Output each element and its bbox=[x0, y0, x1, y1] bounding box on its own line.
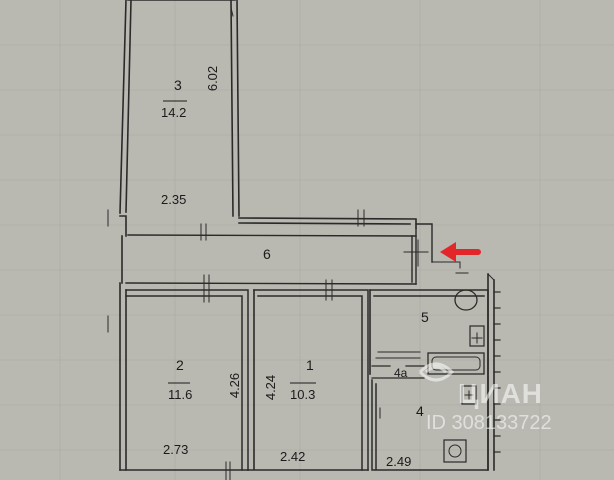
room-1-number: 1 bbox=[306, 357, 314, 373]
entrance-wall bbox=[415, 223, 433, 263]
watermark-logo-icon bbox=[418, 362, 455, 382]
room-3-wall-tick bbox=[230, 7, 234, 17]
corridor-top-wall bbox=[119, 215, 417, 237]
outer-wall-corner bbox=[487, 273, 495, 281]
toilet-cistern-icon bbox=[469, 325, 485, 347]
room-2-area-underline bbox=[168, 382, 190, 384]
room-2-area: 11.6 bbox=[168, 387, 193, 402]
room-2-length: 4.26 bbox=[227, 372, 243, 399]
kitchen-cabinet-cross-icon bbox=[464, 390, 474, 400]
room-2-width: 2.73 bbox=[163, 442, 189, 457]
room-5-partition bbox=[375, 351, 421, 359]
room-3-left-wall bbox=[119, 0, 132, 214]
room-1-length: 4.24 bbox=[263, 374, 279, 401]
corridor-bottom-wall bbox=[125, 282, 417, 285]
door-tick-room2 bbox=[203, 274, 210, 303]
entrance-arrow-icon bbox=[440, 242, 481, 262]
room-1-width: 2.42 bbox=[280, 449, 306, 464]
bathtub-icon bbox=[427, 352, 485, 375]
room-4-width: 2.49 bbox=[386, 454, 412, 469]
room-3-right-wall bbox=[230, 0, 240, 217]
corridor-right-wall bbox=[411, 227, 417, 285]
outer-wall-hatching bbox=[493, 291, 501, 453]
room-2-left-wall bbox=[119, 282, 127, 471]
door-tick-room3 bbox=[200, 223, 207, 241]
room-1-outline bbox=[247, 289, 369, 471]
room-3-length: 6.02 bbox=[205, 65, 221, 92]
room-1-area: 10.3 bbox=[290, 387, 316, 402]
room-2-window-mark bbox=[225, 461, 231, 480]
room-1-area-underline bbox=[290, 382, 316, 384]
room-3-area-underline bbox=[163, 100, 187, 102]
room-2-number: 2 bbox=[176, 357, 184, 373]
room-4a-number: 4a bbox=[394, 366, 408, 380]
room-3-number: 3 bbox=[174, 77, 182, 93]
room-3-width: 2.35 bbox=[161, 192, 187, 207]
stove-burner-icon bbox=[448, 444, 462, 458]
toilet-cross-icon bbox=[471, 332, 483, 344]
entrance-step bbox=[431, 261, 461, 269]
kitchen-cabinet-icon bbox=[461, 385, 477, 405]
room-4-number: 4 bbox=[416, 403, 424, 419]
room-2-walls bbox=[125, 289, 249, 471]
room-3-area: 14.2 bbox=[161, 105, 187, 120]
sink-icon bbox=[454, 289, 478, 311]
room-1-walls bbox=[253, 289, 369, 471]
stove-icon bbox=[443, 439, 467, 463]
outer-right-wall bbox=[487, 273, 495, 471]
room-6-number: 6 bbox=[263, 246, 271, 262]
door-tick-top bbox=[357, 209, 365, 227]
room-5-number: 5 bbox=[421, 309, 429, 325]
watermark-listing-id: ID 308133722 bbox=[426, 412, 552, 434]
watermark-brand: ЦИАН bbox=[458, 378, 544, 409]
corridor-top-inner bbox=[127, 234, 417, 237]
